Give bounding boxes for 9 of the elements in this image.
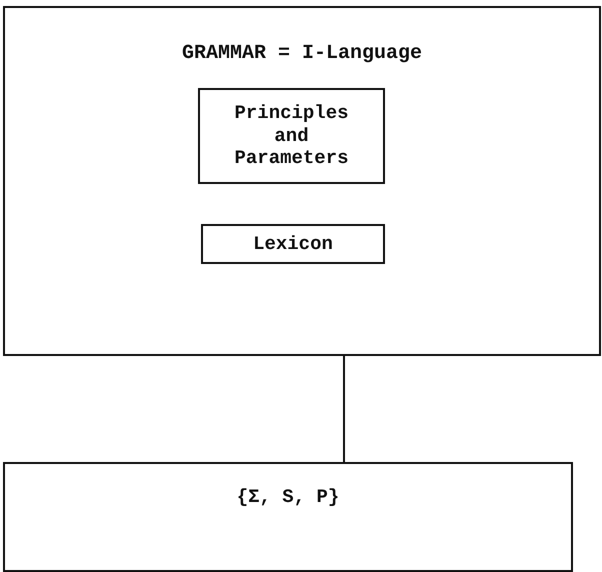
box-label: {Σ, S, P} (236, 486, 340, 508)
box-label: Principles and Parameters (233, 102, 350, 170)
box-label: Lexicon (253, 232, 333, 256)
connector-line (343, 356, 345, 462)
text-box (3, 6, 601, 356)
text-box (201, 224, 385, 264)
heading: GRAMMAR = I-Language (182, 42, 422, 66)
text-box (198, 88, 385, 184)
text-box (3, 462, 573, 572)
